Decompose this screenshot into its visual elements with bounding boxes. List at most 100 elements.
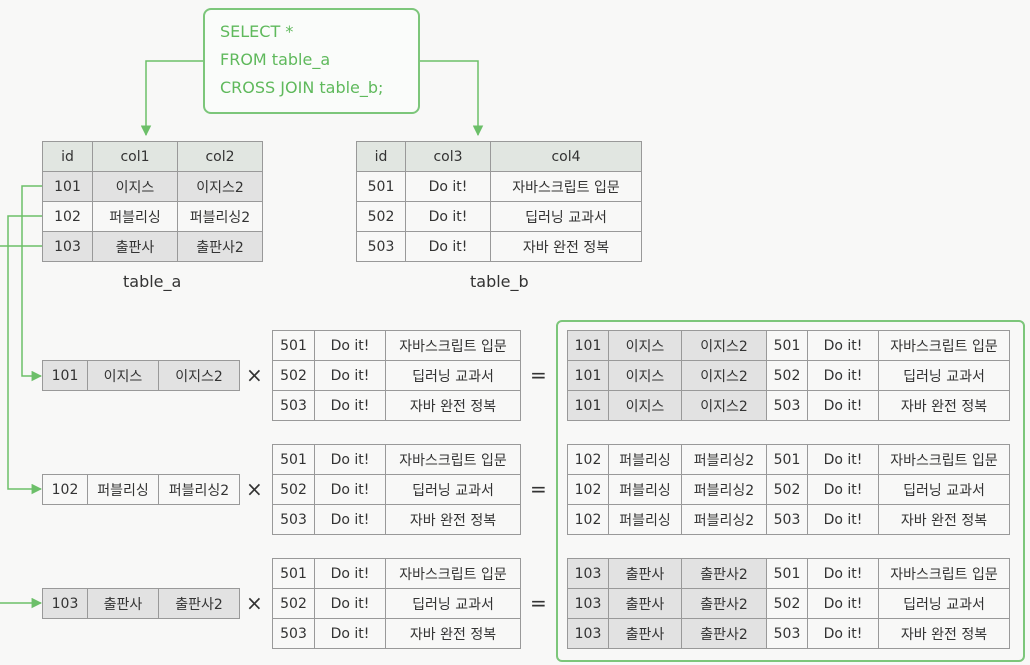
arrow-row-101 xyxy=(21,185,43,382)
table-b-copy-cell: 자바 완전 정복 xyxy=(385,504,521,535)
single-row-cell: 퍼블리싱 xyxy=(87,474,159,505)
table-b-header-col4: col4 xyxy=(490,141,642,172)
result-cell: 자바 완전 정복 xyxy=(878,504,1010,535)
result-cell: 출판사 xyxy=(608,588,682,619)
table-b-cell: 502 xyxy=(356,201,406,232)
table-b-copy-cell: Do it! xyxy=(314,618,386,649)
single-row-102: 102 퍼블리싱 퍼블리싱2 xyxy=(42,474,240,505)
table-b-copy-cell: Do it! xyxy=(314,444,386,475)
single-row-cell: 102 xyxy=(42,474,88,505)
result-cell: 502 xyxy=(766,360,808,391)
result-cell: 이지스 xyxy=(608,390,682,421)
result-cell: 이지스 xyxy=(608,360,682,391)
table-b-row: 503 Do it! 자바 완전 정복 xyxy=(356,231,642,262)
table-a: id col1 col2 101 이지스 이지스2 102 퍼블리싱 퍼블리싱2… xyxy=(42,141,263,262)
table-b-cell: 딥러닝 교과서 xyxy=(490,201,642,232)
result-cell: 501 xyxy=(766,558,808,589)
table-b-copy-cell: Do it! xyxy=(314,558,386,589)
single-row-cell: 103 xyxy=(42,588,88,619)
table-b-copy-cell: 502 xyxy=(272,360,315,391)
table-b-header-col3: col3 xyxy=(405,141,491,172)
result-cell: Do it! xyxy=(807,474,879,505)
result-group-101: 101 이지스 이지스2 501 Do it! 자바스크립트 입문 101 이지… xyxy=(567,330,1010,421)
table-b-cell: 자바스크립트 입문 xyxy=(490,171,642,202)
result-cell: 퍼블리싱2 xyxy=(681,444,767,475)
sql-line-from: FROM table_a xyxy=(220,50,331,69)
table-b-copy-cell: Do it! xyxy=(314,330,386,361)
result-cell: 딥러닝 교과서 xyxy=(878,588,1010,619)
times-operator: × xyxy=(246,591,263,615)
table-a-cell: 이지스 xyxy=(92,171,178,202)
result-cell: 501 xyxy=(766,444,808,475)
table-b-copy-cell: 502 xyxy=(272,474,315,505)
times-operator: × xyxy=(246,477,263,501)
table-b-copy-2: 501 Do it! 자바스크립트 입문 502 Do it! 딥러닝 교과서 … xyxy=(272,444,521,535)
result-row: 103 출판사 출판사2 501 Do it! 자바스크립트 입문 xyxy=(567,558,1010,589)
result-cell: 102 xyxy=(567,474,609,505)
table-b-copy-cell: 501 xyxy=(272,444,315,475)
sql-line-cross-join: CROSS JOIN table_b; xyxy=(220,78,384,97)
arrow-to-table-a xyxy=(140,60,203,137)
table-a-cell: 출판사2 xyxy=(177,231,263,262)
result-group-102: 102 퍼블리싱 퍼블리싱2 501 Do it! 자바스크립트 입문 102 … xyxy=(567,444,1010,535)
result-cell: 출판사 xyxy=(608,558,682,589)
result-cell: 이지스 xyxy=(608,330,682,361)
table-b-copy-cell: 자바 완전 정복 xyxy=(385,618,521,649)
table-a-header-col2: col2 xyxy=(177,141,263,172)
table-b: id col3 col4 501 Do it! 자바스크립트 입문 502 Do… xyxy=(356,141,642,262)
result-row: 103 출판사 출판사2 502 Do it! 딥러닝 교과서 xyxy=(567,588,1010,619)
result-cell: 이지스2 xyxy=(681,360,767,391)
result-cell: 퍼블리싱 xyxy=(608,444,682,475)
result-cell: Do it! xyxy=(807,504,879,535)
result-cell: 출판사2 xyxy=(681,588,767,619)
arrow-to-table-b xyxy=(420,60,484,137)
result-cell: 103 xyxy=(567,588,609,619)
single-row-cell: 출판사2 xyxy=(158,588,240,619)
result-cell: 101 xyxy=(567,390,609,421)
result-cell: 딥러닝 교과서 xyxy=(878,360,1010,391)
table-b-cell: 503 xyxy=(356,231,406,262)
table-b-cell: Do it! xyxy=(405,171,491,202)
result-cell: 503 xyxy=(766,618,808,649)
equals-operator: = xyxy=(530,363,547,387)
table-a-cell: 103 xyxy=(42,231,93,262)
result-cell: 501 xyxy=(766,330,808,361)
result-cell: 502 xyxy=(766,474,808,505)
cross-join-result-box xyxy=(556,320,1025,662)
result-cell: Do it! xyxy=(807,558,879,589)
result-cell: 퍼블리싱 xyxy=(608,474,682,505)
table-b-copy-cell: Do it! xyxy=(314,588,386,619)
table-a-cell: 출판사 xyxy=(92,231,178,262)
table-b-copy-cell: 자바스크립트 입문 xyxy=(385,558,521,589)
table-b-copy-cell: Do it! xyxy=(314,390,386,421)
result-row: 102 퍼블리싱 퍼블리싱2 503 Do it! 자바 완전 정복 xyxy=(567,504,1010,535)
table-a-header-id: id xyxy=(42,141,93,172)
result-cell: Do it! xyxy=(807,444,879,475)
result-cell: 출판사2 xyxy=(681,618,767,649)
result-cell: 자바스크립트 입문 xyxy=(878,444,1010,475)
result-cell: 이지스2 xyxy=(681,330,767,361)
table-b-copy-1: 501 Do it! 자바스크립트 입문 502 Do it! 딥러닝 교과서 … xyxy=(272,330,521,421)
result-cell: 출판사2 xyxy=(681,558,767,589)
table-b-copy-cell: 503 xyxy=(272,618,315,649)
result-cell: 103 xyxy=(567,558,609,589)
single-row-cell: 출판사 xyxy=(87,588,159,619)
table-a-row: 101 이지스 이지스2 xyxy=(42,171,263,202)
table-a-row: 102 퍼블리싱 퍼블리싱2 xyxy=(42,201,263,232)
table-b-cell: 501 xyxy=(356,171,406,202)
table-b-copy-cell: 503 xyxy=(272,504,315,535)
table-b-row: 501 Do it! 자바스크립트 입문 xyxy=(356,171,642,202)
result-cell: 101 xyxy=(567,330,609,361)
result-cell: 503 xyxy=(766,390,808,421)
table-a-caption: table_a xyxy=(123,272,182,291)
table-a-cell: 이지스2 xyxy=(177,171,263,202)
result-cell: Do it! xyxy=(807,360,879,391)
table-b-cell: Do it! xyxy=(405,201,491,232)
result-cell: Do it! xyxy=(807,588,879,619)
result-cell: 이지스2 xyxy=(681,390,767,421)
result-row: 101 이지스 이지스2 503 Do it! 자바 완전 정복 xyxy=(567,390,1010,421)
table-b-copy-cell: 501 xyxy=(272,330,315,361)
result-cell: 퍼블리싱2 xyxy=(681,504,767,535)
result-cell: 자바스크립트 입문 xyxy=(878,330,1010,361)
